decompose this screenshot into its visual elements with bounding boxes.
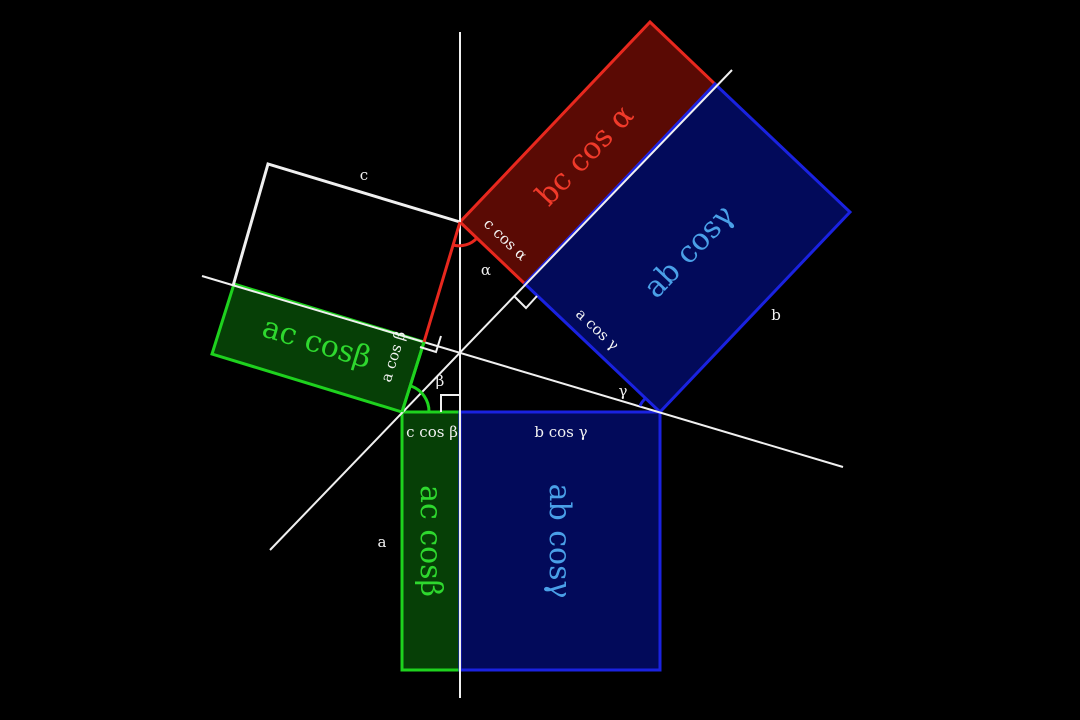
angle-arc-gamma <box>638 396 648 407</box>
label-gamma: γ <box>619 382 628 400</box>
right-angle-marker <box>513 295 538 310</box>
label-side-c: c <box>360 166 368 184</box>
edge-c-red <box>422 221 462 343</box>
label-side-a: a <box>378 533 387 551</box>
label-ab-cos-gamma-bottom: ab cosγ <box>542 484 577 599</box>
right-angle-marker <box>419 335 442 354</box>
right-angle-marker <box>440 394 460 412</box>
altitude-line-from-c <box>201 275 844 468</box>
label-c-cos-beta: c cos β <box>406 423 458 441</box>
angle-arc-alpha <box>452 236 479 248</box>
label-ac-cos-beta-bottom: ac cosβ <box>413 485 448 597</box>
label-alpha: α <box>481 261 491 279</box>
altitude-line-from-b <box>269 69 733 551</box>
label-side-b: b <box>771 306 781 324</box>
label-beta: β <box>436 372 445 390</box>
rect-ab-cos-gamma-top <box>522 81 853 415</box>
angle-arc-beta <box>410 384 431 413</box>
square-c-white-part <box>231 162 461 287</box>
label-b-cos-gamma: b cos γ <box>534 423 587 441</box>
edge-c-green <box>400 341 426 413</box>
